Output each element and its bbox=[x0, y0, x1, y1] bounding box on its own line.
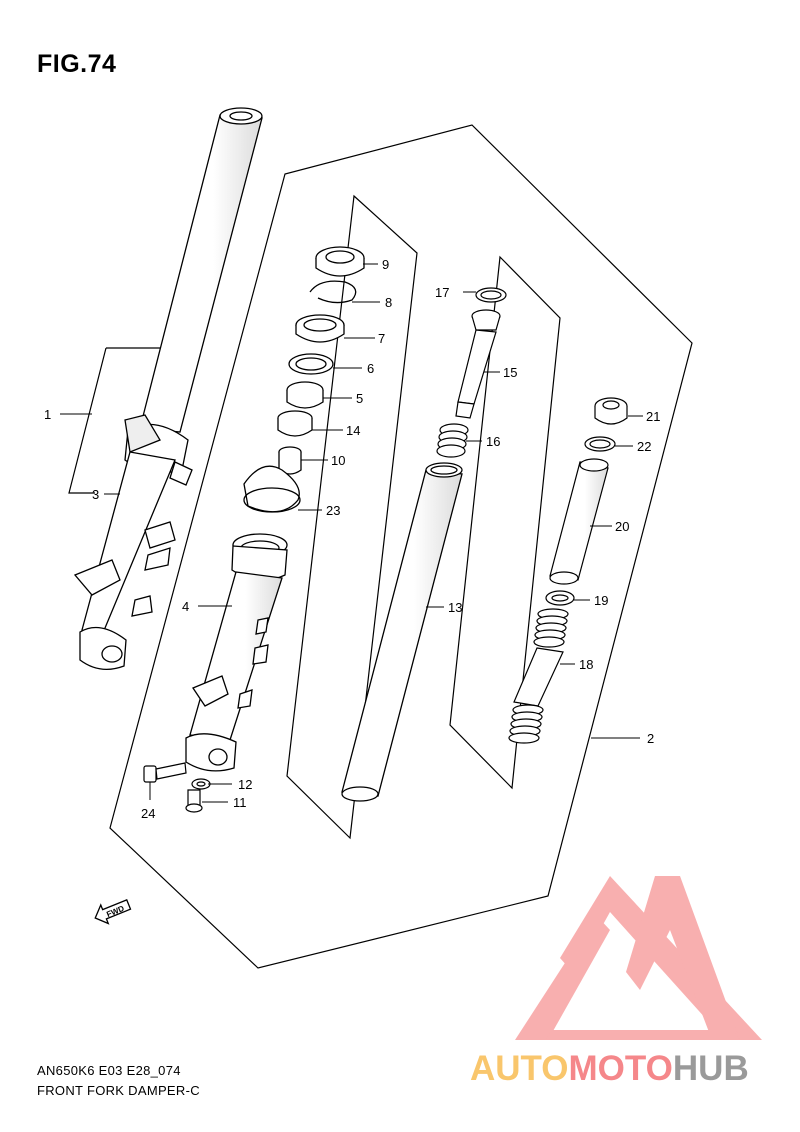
callout-8: 8 bbox=[385, 295, 392, 310]
part-8-stopper-ring bbox=[309, 280, 357, 304]
watermark-moto: MOTO bbox=[569, 1049, 673, 1088]
part-20-spacer bbox=[549, 458, 609, 585]
part-21-cap-bolt bbox=[594, 397, 628, 425]
callout-14: 14 bbox=[346, 423, 360, 438]
callout-2: 2 bbox=[647, 731, 654, 746]
fwd-label: FWD bbox=[105, 904, 125, 919]
callout-3: 3 bbox=[92, 487, 99, 502]
callout-15: 15 bbox=[503, 365, 517, 380]
callout-24: 24 bbox=[141, 806, 155, 821]
callout-9: 9 bbox=[382, 257, 389, 272]
callout-1: 1 bbox=[44, 407, 51, 422]
part-14-bush bbox=[277, 410, 313, 437]
part-4-outer-tube bbox=[185, 533, 288, 772]
callout-11: 11 bbox=[233, 795, 247, 810]
watermark-hub: HUB bbox=[673, 1049, 749, 1088]
part-9-oil-seal-cover bbox=[315, 246, 365, 277]
callout-17: 17 bbox=[435, 285, 449, 300]
callout-10: 10 bbox=[331, 453, 345, 468]
part-7-oil-seal bbox=[295, 314, 345, 343]
part-5-bush bbox=[286, 381, 324, 409]
callout-5: 5 bbox=[356, 391, 363, 406]
damper-inner-outline bbox=[286, 194, 418, 840]
figure-title: FIG.74 bbox=[37, 50, 117, 78]
callout-20: 20 bbox=[615, 519, 629, 534]
part-12-washer bbox=[191, 778, 211, 790]
callout-18: 18 bbox=[579, 657, 593, 672]
callout-12: 12 bbox=[238, 777, 252, 792]
part-22-o-ring bbox=[584, 436, 616, 452]
callout-13: 13 bbox=[448, 600, 462, 615]
watermark-text: AUTOMOTOHUB bbox=[470, 1049, 749, 1088]
part-3-outer-tube bbox=[73, 107, 263, 671]
callout-16: 16 bbox=[486, 434, 500, 449]
part-19-washer bbox=[545, 590, 575, 606]
callout-4: 4 bbox=[182, 599, 189, 614]
part-10-bush bbox=[278, 446, 302, 475]
part-16-spring bbox=[436, 423, 469, 458]
callout-19: 19 bbox=[594, 593, 608, 608]
part-11-screw bbox=[185, 789, 203, 813]
part-24-bolt bbox=[143, 762, 187, 783]
part-6-washer bbox=[288, 353, 334, 375]
assembly-2-outline bbox=[109, 124, 693, 969]
fwd-arrow-icon: FWD bbox=[94, 899, 132, 925]
callout-23: 23 bbox=[326, 503, 340, 518]
part-18-fork-spring bbox=[508, 608, 569, 744]
model-code: AN650K6 E03 E28_074 bbox=[37, 1063, 181, 1078]
figure-caption: FRONT FORK DAMPER-C bbox=[37, 1083, 200, 1098]
part-23-cover bbox=[243, 465, 301, 513]
callout-7: 7 bbox=[378, 331, 385, 346]
watermark-logo-mark bbox=[515, 876, 762, 1040]
part-15-damper-rod bbox=[455, 309, 501, 419]
part-17-circlip bbox=[475, 287, 507, 303]
callout-21: 21 bbox=[646, 409, 660, 424]
callout-22: 22 bbox=[637, 439, 651, 454]
part-13-inner-tube bbox=[341, 462, 463, 802]
watermark-auto: AUTO bbox=[470, 1049, 569, 1088]
callout-6: 6 bbox=[367, 361, 374, 376]
cartridge-outline bbox=[449, 255, 561, 790]
